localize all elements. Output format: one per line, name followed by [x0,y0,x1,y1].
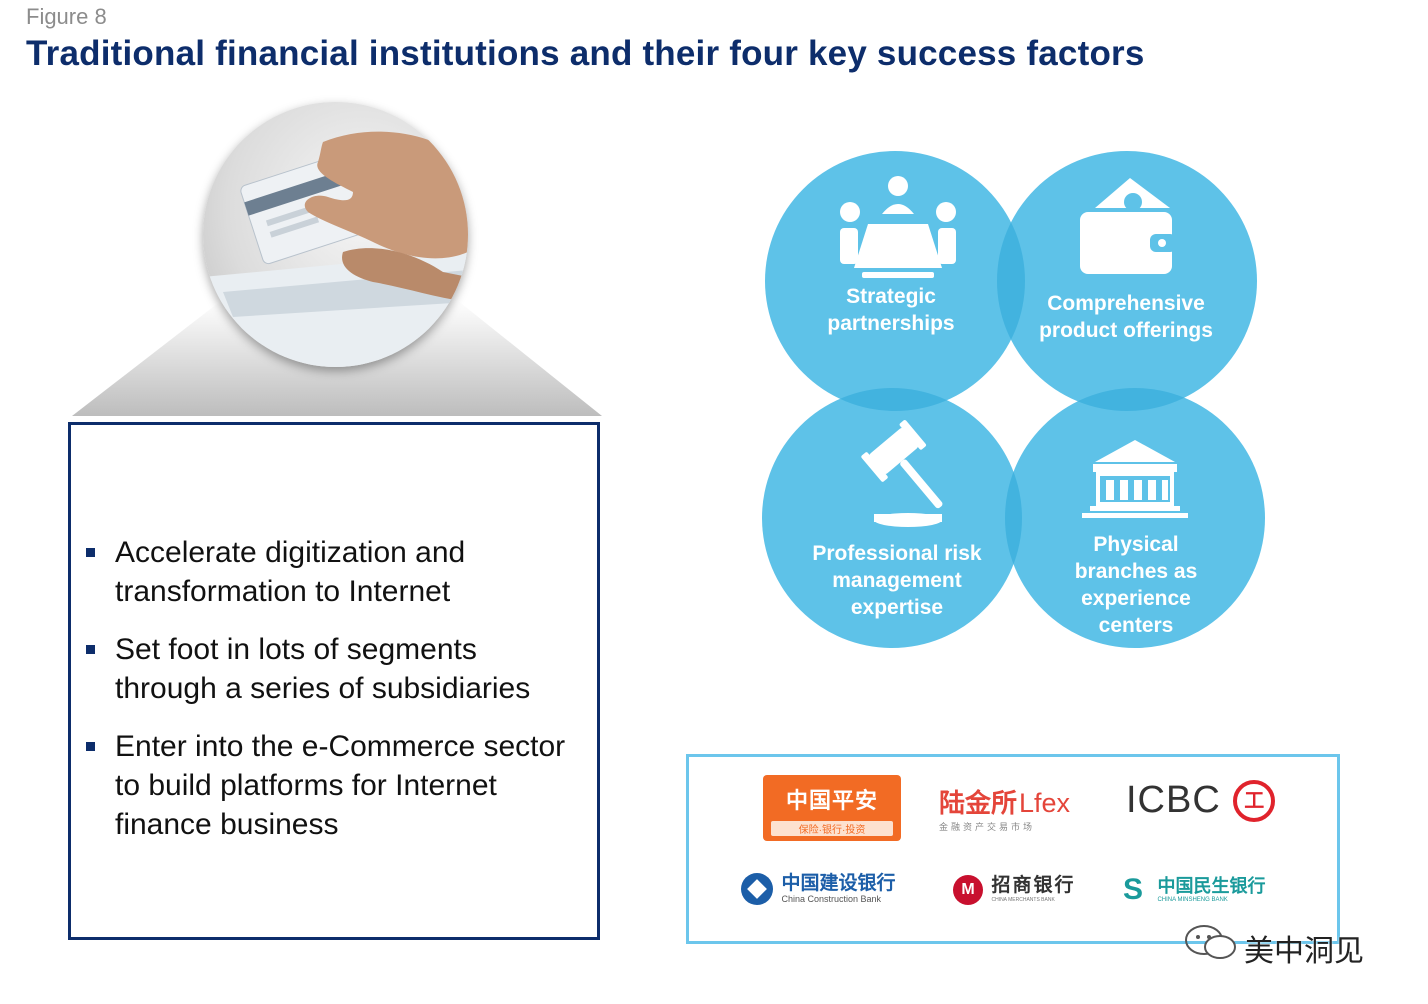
cmb-logo: M 招商银行 CHINA MERCHANTS BANK [953,875,1075,905]
bank-building-icon [1082,440,1188,518]
factor-label-comprehensive: Comprehensive product offerings [1039,292,1213,342]
icbc-logo: ICBC 工 [1126,779,1276,822]
minsheng-mark-icon: S [1122,873,1143,906]
circle-strategic [765,151,1025,411]
wechat-icon [1185,925,1236,959]
bullet-item: Accelerate digitization and transformati… [83,533,585,611]
lufax-logo: 陆金所Lfex 金融资产交易市场 [939,788,1071,832]
ccb-logo: 中国建设银行 China Construction Bank [741,873,895,905]
factor-label-physical: Physical branches as experience centers [1074,533,1198,637]
meeting-table-icon [840,176,956,278]
ccb-mark-icon [741,873,773,905]
circles-graphic [762,151,1265,648]
ping-an-logo: 中国平安 保险·银行·投资 [763,775,901,841]
bullet-item: Set foot in lots of segments through a s… [83,630,585,708]
credit-card-photo [203,102,468,367]
circle-comprehensive [997,151,1257,411]
gavel-icon [861,420,943,527]
figure-label: Figure 8 [26,4,107,29]
factor-label-strategic: Strategic partnerships [827,285,955,335]
icbc-mark-icon: 工 [1233,779,1276,822]
hand-card-illustration [203,131,468,367]
success-factor-circles: Strategic partnerships Comprehensive pro… [750,140,1280,665]
wallet-icon [1080,178,1176,274]
bullet-item: Enter into the e-Commerce sector to buil… [83,727,585,844]
bullet-box: Accelerate digitization and transformati… [68,422,600,940]
page-title: Traditional financial institutions and t… [26,34,1145,73]
bank-logos-box: 中国平安 保险·银行·投资 陆金所Lfex 金融资产交易市场 ICBC 工 中国… [686,754,1340,944]
minsheng-logo: S 中国民生银行 CHINA MINSHENG BANK [1115,875,1265,905]
cmb-mark-icon: M [953,875,983,905]
factor-label-professional: Professional risk management expertise [812,542,982,619]
bullet-list: Accelerate digitization and transformati… [83,533,585,863]
